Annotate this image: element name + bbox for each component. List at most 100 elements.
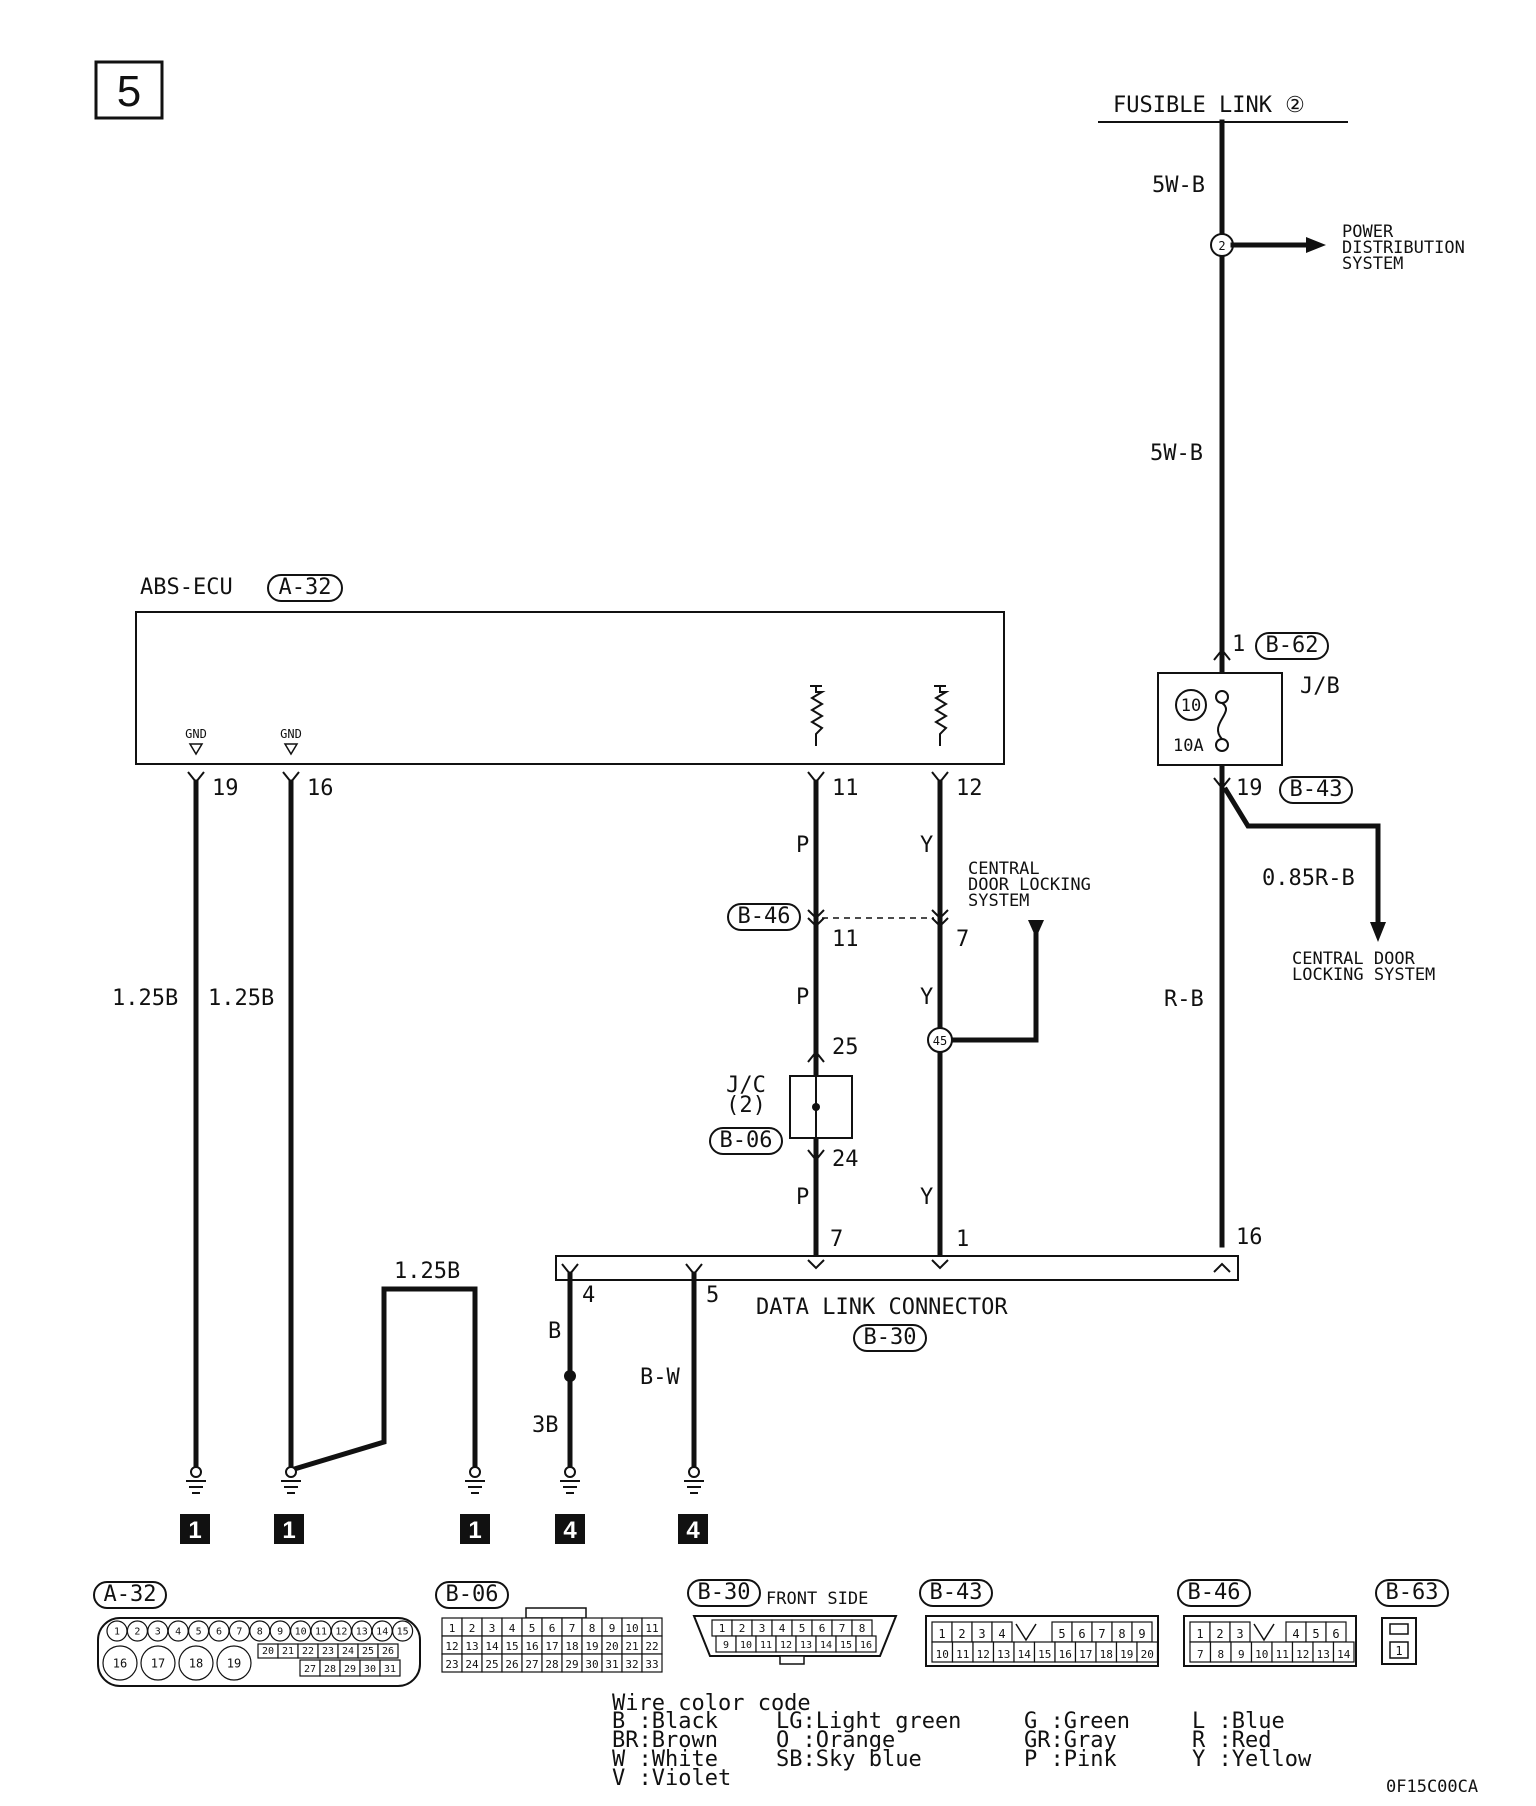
b46-face-ref-box [1177, 1579, 1251, 1607]
jb-fuse-amps: 10A [1173, 736, 1204, 756]
a32-top-pin: 7 [236, 1627, 242, 1638]
wire-color-entry: B :Black [612, 1709, 718, 1734]
b46-ref-box [727, 903, 801, 931]
b46-terminal-11b [807, 917, 825, 928]
a32-top-pin: 1 [114, 1627, 120, 1638]
abs-ecu-ref: A-32 [279, 575, 332, 600]
b30-key [779, 1655, 805, 1665]
b46-r1b-pin: 5 [1312, 1627, 1319, 1641]
wire-y-label-3: Y [920, 1185, 933, 1210]
b06-r3-pin: 33 [645, 1658, 658, 1671]
b46-r2-pin: 10 [1255, 1648, 1268, 1661]
b06-r3-pin: 29 [565, 1658, 578, 1671]
a32-big-pin: 19 [227, 1656, 241, 1670]
b46-r1b-pin: 6 [1332, 1627, 1339, 1641]
b43-r1a-pin: 1 [938, 1627, 945, 1641]
abs-ecu-name: ABS-ECU [140, 575, 233, 600]
ecu-pin-11: 11 [832, 776, 859, 801]
jc-box [789, 1075, 853, 1139]
b46-key [1253, 1623, 1275, 1642]
b06-r3-pin: 30 [585, 1658, 598, 1671]
dlc-terminal-16 [1213, 1262, 1231, 1273]
central-door-1-line1: CENTRAL [968, 859, 1040, 879]
a32-ref: A-32 [104, 1582, 157, 1607]
fuse-icon [1216, 702, 1228, 740]
b06-r1-pin: 8 [589, 1622, 596, 1635]
a32-top-pin-circle [392, 1620, 414, 1642]
b06-r1-pin: 5 [529, 1622, 536, 1635]
b43-r2-pin: 15 [1038, 1648, 1051, 1661]
ecu-pin-19: 19 [212, 776, 239, 801]
b30-r1-pin: 3 [759, 1622, 766, 1635]
b30-ref-box [687, 1579, 761, 1607]
ground-4b-number: 4 [686, 1517, 700, 1544]
b30-r1-pin: 1 [719, 1622, 726, 1635]
b06-r1-pin: 2 [469, 1622, 476, 1635]
jb-fuse-number-circle [1175, 689, 1207, 721]
jc-terminal-24 [807, 1149, 825, 1162]
a32-ref-box [93, 1581, 167, 1609]
jb-conn-in: B-62 [1266, 633, 1319, 658]
a32-mid-pin: 21 [282, 1646, 294, 1657]
a32-top-pin: 10 [295, 1627, 307, 1638]
a32-bot-cell [379, 1659, 401, 1677]
b06-r3-pin: 28 [545, 1658, 558, 1671]
b06-r2-pin: 20 [605, 1640, 618, 1653]
a32-bot-pin: 28 [324, 1664, 336, 1675]
dlc-pin-4: 4 [582, 1283, 595, 1308]
ecu-pin-12: 12 [956, 776, 983, 801]
branch-085rb-wire [1222, 786, 1381, 933]
jc-label: J/C [726, 1073, 766, 1098]
b30-side-label: FRONT SIDE [766, 1589, 868, 1609]
b30-r2-pin: 9 [723, 1640, 729, 1651]
b43-r2-pin: 18 [1100, 1648, 1113, 1661]
b43-r2-pin: 13 [997, 1648, 1010, 1661]
wire-color-entry: O :Orange [776, 1728, 895, 1753]
splice-45 [927, 1027, 953, 1053]
b46-pin-7: 7 [956, 927, 969, 952]
b43-r1b-pin: 5 [1058, 1627, 1065, 1641]
b43-r2-pin: 17 [1079, 1648, 1092, 1661]
b30-r2-pin: 13 [800, 1640, 812, 1651]
wire-color-entry: G :Green [1024, 1709, 1130, 1734]
b30-r1-pin: 8 [859, 1622, 866, 1635]
b06-r3-pin: 27 [525, 1658, 538, 1671]
b06-r2-pin: 13 [465, 1640, 478, 1653]
b06-r2-pin: 19 [585, 1640, 598, 1653]
jc-sub: (2) [726, 1093, 766, 1118]
wire-color-entry: W :White [612, 1747, 718, 1772]
b46-terminal-11a [807, 909, 825, 920]
b43-r1a-pin: 3 [978, 1627, 985, 1641]
b43-r2-pin: 16 [1059, 1648, 1072, 1661]
wire-color-entry: P :Pink [1024, 1747, 1117, 1772]
b43-r1a-pin: 2 [958, 1627, 965, 1641]
b46-r1a-pin: 3 [1236, 1627, 1243, 1641]
dlc-ref: B-30 [864, 1325, 917, 1350]
a32-top-pin: 12 [335, 1627, 347, 1638]
splice-2-label: 2 [1218, 239, 1225, 253]
b43-r2-pin: 14 [1018, 1648, 1032, 1661]
b06-ref: B-06 [446, 1582, 499, 1607]
wire-ecu-16 [288, 779, 478, 1474]
jc-terminal-25 [807, 1050, 825, 1063]
a32-top-pin: 15 [397, 1627, 409, 1638]
b06-ref-box [435, 1581, 509, 1609]
dlc-terminal-7 [807, 1259, 825, 1270]
jb-out-terminal [1213, 777, 1231, 790]
b06-r2-pin: 15 [505, 1640, 518, 1653]
a32-bot-pin: 27 [304, 1664, 316, 1675]
a32-top-pin: 5 [196, 1627, 202, 1638]
dlc-pin-7: 7 [830, 1227, 843, 1252]
abs-ecu-ref-box [267, 574, 343, 602]
a32-big-pin: 16 [113, 1656, 127, 1670]
b06-r3-pin: 24 [465, 1658, 479, 1671]
b30-r2-pin: 15 [840, 1640, 852, 1651]
b46-pin-11: 11 [832, 927, 859, 952]
b06-r2-pin: 12 [445, 1640, 458, 1653]
b06-r2-pin: 16 [525, 1640, 538, 1653]
ground-1a: 1 [180, 1466, 210, 1544]
b30-r1-pin: 2 [739, 1622, 746, 1635]
ground-1b-number: 1 [282, 1517, 295, 1544]
b43-r2-pin: 20 [1141, 1648, 1154, 1661]
